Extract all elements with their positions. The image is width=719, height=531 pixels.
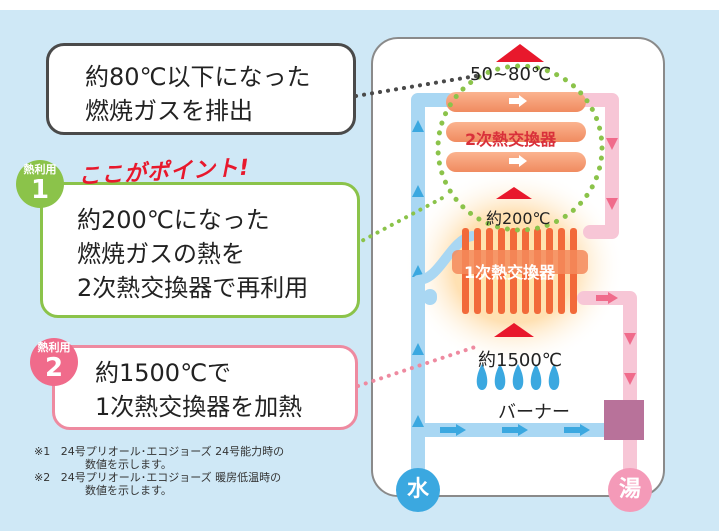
callout-primary: 約1500℃で 1次熱交換器を加熱 [52,345,358,430]
burner-flames [476,364,560,390]
secondary-temp-label: 約200℃ [486,209,551,228]
badge-2-tag: 熱利用 [37,341,71,354]
heat-use-badge-2: 熱利用 2 [30,338,78,386]
burner-temp-label: 約1500℃ [478,350,563,371]
flow-arrows-hot [596,138,636,385]
hot-water-outlet-badge: 湯 [608,468,652,512]
secondary-heat-exchanger [446,92,586,172]
callout-exhaust-line2: 燃焼ガスを排出 [85,97,253,125]
callout-secondary-line1: 約200℃になった [77,206,270,234]
footnote-2: ※2 24号プリオール･エコジョーズ 暖房低温時の [34,471,284,484]
callout-secondary: 約200℃になった 燃焼ガスの熱を 2次熱交換器で再利用 [40,182,360,318]
leader-secondary [354,194,448,246]
badge-1-number: 1 [30,175,50,205]
callout-primary-line2: 1次熱交換器を加熱 [95,393,303,421]
exhaust-temp-label: 50~80℃ [470,64,552,85]
primary-hx-label: 1次熱交換器 [464,263,556,282]
heat-flow-arrows [494,44,544,337]
footnote-1-line2: 数値を示します。 [85,458,172,471]
callout-secondary-line3: 2次熱交換器で再利用 [77,274,309,302]
burner-label: バーナー [498,402,570,423]
hot-water-tank [604,400,644,440]
footnote-2-mark: ※2 [34,471,51,484]
flow-arrows-cold [412,120,590,436]
footnotes: ※1 24号プリオール･エコジョーズ 24号能力時の 数値を示します。 ※2 2… [34,445,284,497]
primary-heat-exchanger [452,228,588,314]
callout-exhaust-line1: 約80℃以下になった [85,63,311,91]
footnote-1: ※1 24号プリオール･エコジョーズ 24号能力時の [34,445,284,458]
leader-primary [356,344,480,388]
top-strip [0,0,719,10]
footnote-1-line1: 24号プリオール･エコジョーズ 24号能力時の [60,445,285,458]
badge-1-tag: 熱利用 [23,163,57,176]
secondary-hx-label: 2次熱交換器 [465,130,557,149]
footnote-1-mark: ※1 [34,445,51,458]
heat-use-badge-1: 熱利用 1 [16,160,64,208]
highlight-circle [435,63,605,233]
footnote-2-line2: 数値を示します。 [85,484,172,497]
callout-secondary-line2: 燃焼ガスの熱を [77,240,245,268]
footnote-2-line1: 24号プリオール･エコジョーズ 暖房低温時の [60,471,282,484]
badge-2-number: 2 [44,353,64,383]
callout-exhaust: 約80℃以下になった 燃焼ガスを排出 [46,43,356,135]
callout-primary-line1: 約1500℃で [95,359,232,387]
water-inlet-badge: 水 [396,468,440,512]
